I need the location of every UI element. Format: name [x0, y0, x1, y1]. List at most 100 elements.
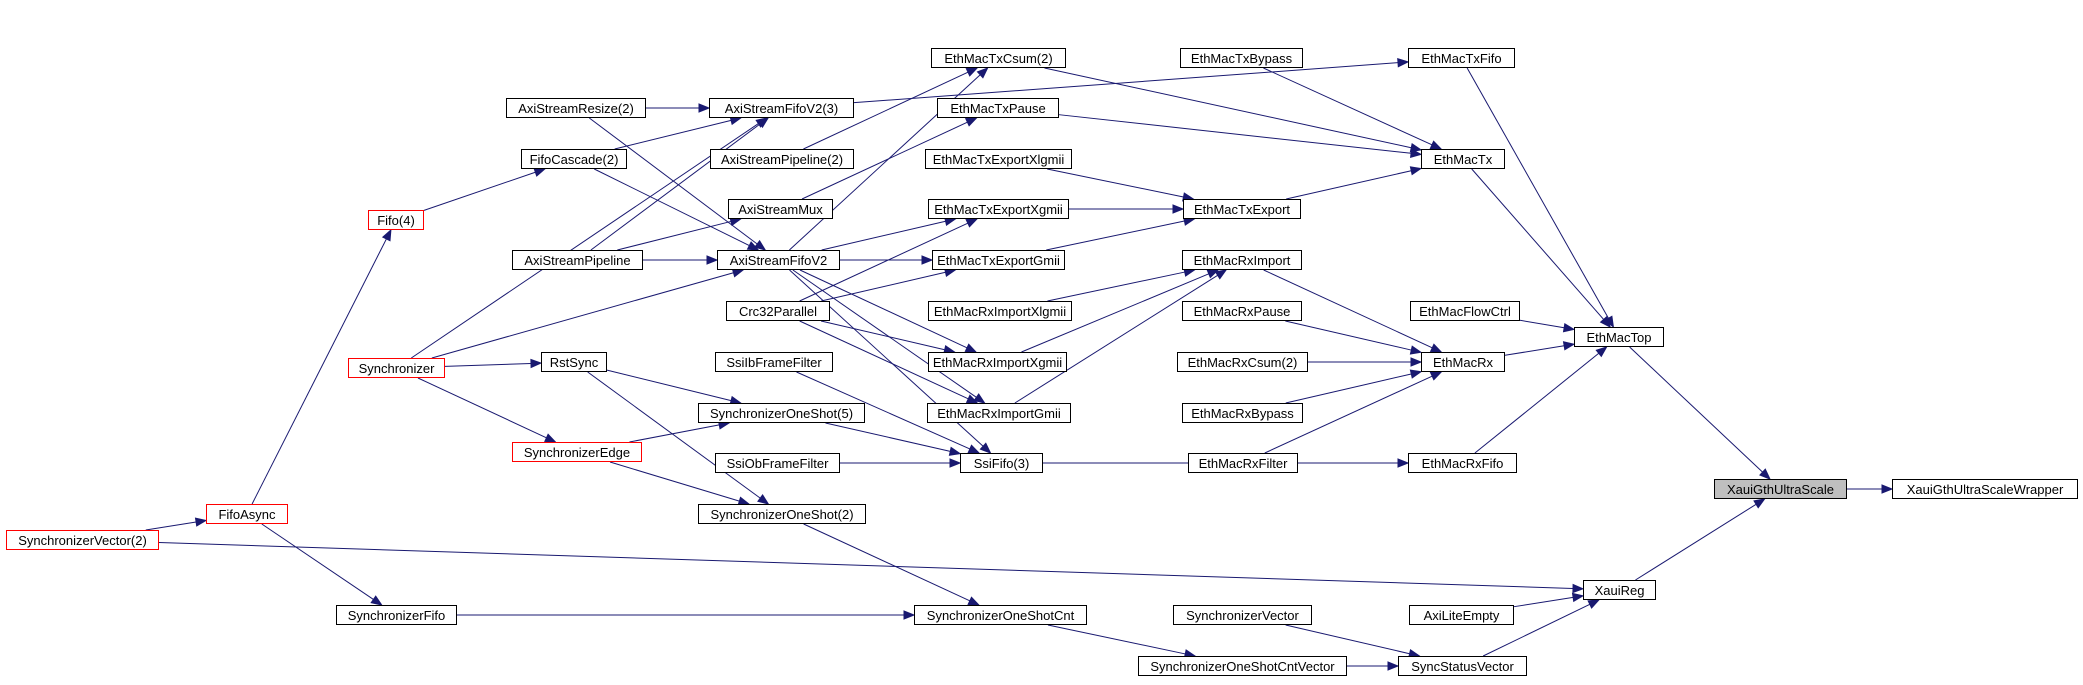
- node-EthMacRxImportGmii[interactable]: EthMacRxImportGmii: [927, 403, 1071, 423]
- node-Fifo4[interactable]: Fifo(4): [368, 210, 424, 230]
- edge-SynchronizerVector2-to-FifoAsync: [145, 517, 208, 531]
- node-EthMacTxExportXgmii[interactable]: EthMacTxExportXgmii: [928, 199, 1069, 219]
- edge-line: [1513, 596, 1574, 608]
- node-RstSync[interactable]: RstSync: [541, 352, 607, 372]
- node-label: SsiIbFrameFilter: [726, 354, 822, 370]
- edge-EthMacRxImportGmii-to-EthMacRxImport: [1014, 269, 1228, 404]
- node-AxiStreamResize2[interactable]: AxiStreamResize(2): [506, 98, 646, 118]
- node-EthMacTxFifo[interactable]: EthMacTxFifo: [1408, 48, 1515, 68]
- edge-EthMacTxExportXlgmii-to-EthMacTxExport: [1047, 168, 1195, 202]
- node-SsiObFrameFilter[interactable]: SsiObFrameFilter: [715, 453, 840, 473]
- node-AxiLiteEmpty[interactable]: AxiLiteEmpty: [1409, 605, 1514, 625]
- node-XauiGthUltraScale[interactable]: XauiGthUltraScale: [1714, 479, 1847, 499]
- edge-arrowhead: [755, 117, 768, 128]
- node-AxiStreamPipeline2[interactable]: AxiStreamPipeline(2): [710, 149, 854, 169]
- node-SynchronizerVector[interactable]: SynchronizerVector: [1173, 605, 1312, 625]
- edge-AxiStreamFifoV2-to-EthMacTxExportGmii: [840, 255, 934, 265]
- edge-arrowhead: [746, 241, 760, 251]
- node-SynchronizerOneShotCnt[interactable]: SynchronizerOneShotCnt: [914, 605, 1087, 625]
- node-AxiStreamMux[interactable]: AxiStreamMux: [728, 199, 833, 219]
- node-SynchronizerFifo[interactable]: SynchronizerFifo: [336, 605, 457, 625]
- node-Crc32Parallel[interactable]: Crc32Parallel: [726, 301, 830, 321]
- node-SsiFifo3[interactable]: SsiFifo(3): [960, 453, 1043, 473]
- edge-line: [1504, 345, 1565, 356]
- edge-line: [792, 269, 977, 398]
- node-EthMacTxExport[interactable]: EthMacTxExport: [1183, 199, 1301, 219]
- node-SynchronizerVector2[interactable]: SynchronizerVector(2): [6, 530, 159, 550]
- node-SynchronizerOneShotCntVector[interactable]: SynchronizerOneShotCntVector: [1138, 656, 1347, 676]
- edge-FifoAsync-to-SynchronizerFifo: [261, 523, 383, 606]
- node-XauiGthUltraScaleWrapper[interactable]: XauiGthUltraScaleWrapper: [1892, 479, 2078, 499]
- node-EthMacTop[interactable]: EthMacTop: [1574, 327, 1664, 347]
- node-label: Synchronizer: [358, 360, 435, 376]
- node-label: EthMacTxExport: [1193, 201, 1291, 217]
- node-EthMacRxImport[interactable]: EthMacRxImport: [1182, 250, 1302, 270]
- node-AxiStreamFifoV2[interactable]: AxiStreamFifoV2: [717, 250, 840, 270]
- node-EthMacTx[interactable]: EthMacTx: [1421, 149, 1505, 169]
- edge-arrowhead: [967, 596, 981, 606]
- node-EthMacFlowCtrl[interactable]: EthMacFlowCtrl: [1410, 301, 1520, 321]
- node-SynchronizerOneShot5[interactable]: SynchronizerOneShot(5): [698, 403, 865, 423]
- node-EthMacRxImportXgmii[interactable]: EthMacRxImportXgmii: [928, 352, 1067, 372]
- node-EthMacRxCsum2[interactable]: EthMacRxCsum(2): [1177, 352, 1308, 372]
- node-label: FifoAsync: [218, 506, 276, 522]
- edge-AxiLiteEmpty-to-XauiReg: [1513, 592, 1585, 608]
- node-EthMacTxPause[interactable]: EthMacTxPause: [937, 98, 1059, 118]
- node-Synchronizer[interactable]: Synchronizer: [348, 358, 445, 378]
- node-EthMacRxFilter[interactable]: EthMacRxFilter: [1188, 453, 1298, 473]
- edge-arrowhead: [1214, 269, 1228, 280]
- node-EthMacRxImportXlgmii[interactable]: EthMacRxImportXlgmii: [928, 301, 1072, 321]
- edge-arrowhead: [1410, 357, 1423, 367]
- node-XauiReg[interactable]: XauiReg: [1583, 580, 1656, 600]
- node-FifoCascade2[interactable]: FifoCascade(2): [521, 149, 627, 169]
- node-label: EthMacFlowCtrl: [1419, 303, 1511, 319]
- node-EthMacRxBypass[interactable]: EthMacRxBypass: [1182, 403, 1303, 423]
- edge-Synchronizer-to-SynchronizerEdge: [417, 377, 557, 443]
- edge-EthMacRx-to-EthMacTop: [1504, 341, 1576, 356]
- node-SynchronizerOneShot2[interactable]: SynchronizerOneShot(2): [698, 504, 866, 524]
- node-EthMacTxCsum2[interactable]: EthMacTxCsum(2): [931, 48, 1066, 68]
- node-EthMacRx[interactable]: EthMacRx: [1421, 352, 1505, 372]
- node-label: AxiLiteEmpty: [1423, 607, 1500, 623]
- node-SyncStatusVector[interactable]: SyncStatusVector: [1398, 656, 1527, 676]
- edge-line: [417, 377, 547, 439]
- edge-FifoCascade2-to-AxiStreamFifoV2_3: [614, 115, 743, 150]
- node-SsiIbFrameFilter[interactable]: SsiIbFrameFilter: [715, 352, 833, 372]
- node-EthMacTxBypass[interactable]: EthMacTxBypass: [1180, 48, 1303, 68]
- edge-line: [629, 424, 720, 443]
- edge-arrowhead: [948, 446, 962, 456]
- node-label: AxiStreamPipeline(2): [720, 151, 844, 167]
- node-AxiStreamFifoV2-3[interactable]: AxiStreamFifoV2(3): [709, 98, 854, 118]
- node-FifoAsync[interactable]: FifoAsync: [206, 504, 288, 524]
- edge-Crc32Parallel-to-EthMacTxExportGmii: [821, 267, 957, 302]
- edge-EthMacRxFilter-to-EthMacRx: [1264, 371, 1443, 454]
- node-label: SynchronizerFifo: [347, 607, 446, 623]
- node-label: EthMacRxImportGmii: [937, 405, 1061, 421]
- node-label: AxiStreamFifoV2: [729, 252, 828, 268]
- edge-line: [431, 272, 734, 359]
- edge-arrowhead: [1409, 345, 1423, 355]
- edge-AxiStreamPipeline-to-AxiStreamMux: [617, 217, 743, 251]
- node-label: EthMacRxPause: [1193, 303, 1291, 319]
- edge-Crc32Parallel-to-EthMacRxImportGmii: [799, 320, 979, 404]
- edge-line: [1021, 273, 1209, 353]
- node-EthMacTxExportXlgmii[interactable]: EthMacTxExportXlgmii: [925, 149, 1072, 169]
- node-SynchronizerEdge[interactable]: SynchronizerEdge: [512, 442, 642, 462]
- edge-line: [799, 222, 969, 302]
- node-label: SynchronizerOneShot(5): [709, 405, 854, 421]
- edge-line: [606, 369, 732, 402]
- node-EthMacRxFifo[interactable]: EthMacRxFifo: [1408, 453, 1517, 473]
- node-label: SynchronizerVector(2): [18, 532, 147, 548]
- node-AxiStreamPipeline[interactable]: AxiStreamPipeline: [512, 250, 643, 270]
- edge-Synchronizer-to-RstSync: [444, 358, 543, 369]
- node-EthMacTxExportGmii[interactable]: EthMacTxExportGmii: [932, 250, 1065, 270]
- edge-SynchronizerOneShot5-to-SsiFifo3: [825, 422, 962, 456]
- edge-line: [1286, 170, 1412, 200]
- edge-arrowhead: [1595, 346, 1608, 358]
- node-EthMacRxPause[interactable]: EthMacRxPause: [1182, 301, 1302, 321]
- edge-arrowhead: [533, 167, 547, 177]
- node-label: EthMacTop: [1586, 329, 1652, 345]
- node-label: EthMacRxBypass: [1191, 405, 1294, 421]
- node-label: SynchronizerOneShot(2): [710, 506, 854, 522]
- edge-arrowhead: [1172, 204, 1185, 214]
